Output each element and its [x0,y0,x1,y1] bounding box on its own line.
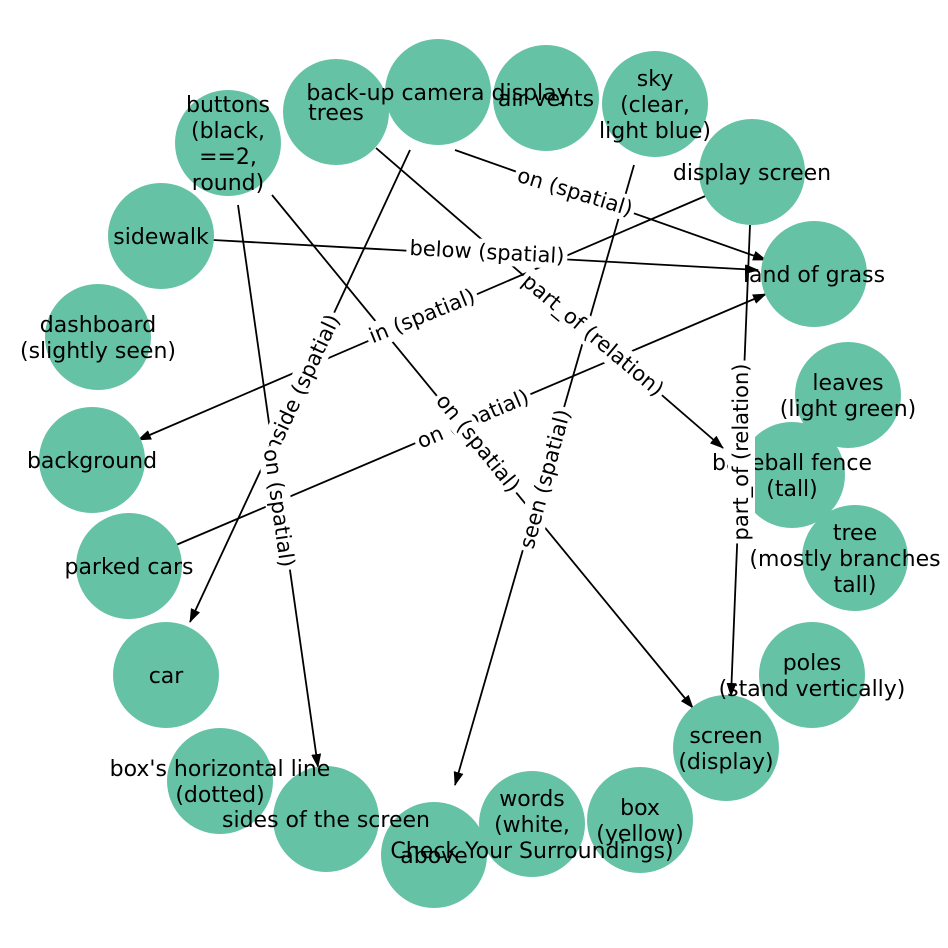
edge-label-background [405,234,569,270]
node-display [699,119,805,225]
node-label-display: display screen [673,161,831,186]
edge-label-text: inside (spatial) [257,311,344,462]
node-box [587,767,693,873]
edge-label-background [257,444,301,572]
node-label-backup: back-up camera display [306,81,569,106]
node-poles [759,622,865,728]
node-above [381,802,487,908]
node-label-poles: poles(stand vertically) [719,651,906,702]
node-buttons [175,90,281,196]
node-parked [76,513,182,619]
node-label-above: above [400,844,467,869]
node-label-airvents: air vents [498,87,594,112]
edge-label-backup-to-car: inside (spatial) [255,307,347,465]
node-words [479,771,585,877]
node-label-sky: sky(clear,light blue) [599,67,711,144]
edge-label-background [428,386,528,500]
node-label-parked: parked cars [64,555,193,580]
edge-label-backup-to-grass: on (spatial) [511,161,639,223]
node-screen [673,695,779,801]
node-label-leaves: leaves(light green) [780,371,916,422]
edge-label-text: seen (spatial) [515,407,575,551]
node-label-trees: trees [308,101,364,126]
edge-label-text: part_of (relation) [729,364,754,541]
node-label-box: box(yellow) [596,796,683,847]
edge-label-background [728,360,755,544]
node-label-sides: sides of the screen [222,808,430,833]
edge-label-sidewalk-to-grass: below (spatial) [405,234,569,270]
edge-label-background [513,266,672,405]
node-background [39,407,145,513]
edge-label-background [513,403,577,555]
node-tree [802,505,908,611]
node-label-words: words(white,Check Your Surroundings) [390,787,673,864]
node-sidewalk [108,183,214,289]
node-sides [273,766,379,872]
node-boxline [167,728,273,834]
node-fence [739,422,845,528]
edge-label-background [362,281,482,351]
node-sky [602,51,708,157]
edge-label-display-to-screen: part_of (relation) [728,360,755,544]
node-backup [385,39,491,145]
node-label-buttons: buttons(black,==2,round) [186,93,270,196]
edge-label-background [511,161,639,223]
node-leaves [795,342,901,448]
node-grass [761,221,867,327]
node-car [113,622,219,728]
node-label-background: background [27,449,157,474]
node-label-boxline: box's horizontal line(dotted) [110,757,331,808]
node-label-sidewalk: sidewalk [113,225,209,250]
edge-label-text: part_of (relation) [517,269,669,402]
node-label-car: car [149,664,185,689]
edge-label-text: below (spatial) [409,236,565,268]
node-trees [283,59,389,165]
edge-label-trees-to-fence: part_of (relation) [513,266,672,405]
node-label-grass: land of grass [743,263,885,288]
node-airvents [493,45,599,151]
edge-labels-layer: on (spatial) below (spatial) in (spatial) p… [255,161,755,572]
node-label-dashboard: dashboard(slightly seen) [20,313,176,364]
node-label-screen: screen(display) [678,724,773,775]
edge-label-display-to-background: in (spatial) [362,281,482,351]
edge-label-text: in (spatial) [366,284,479,348]
node-dashboard [45,284,151,390]
edge-label-background [255,307,347,465]
